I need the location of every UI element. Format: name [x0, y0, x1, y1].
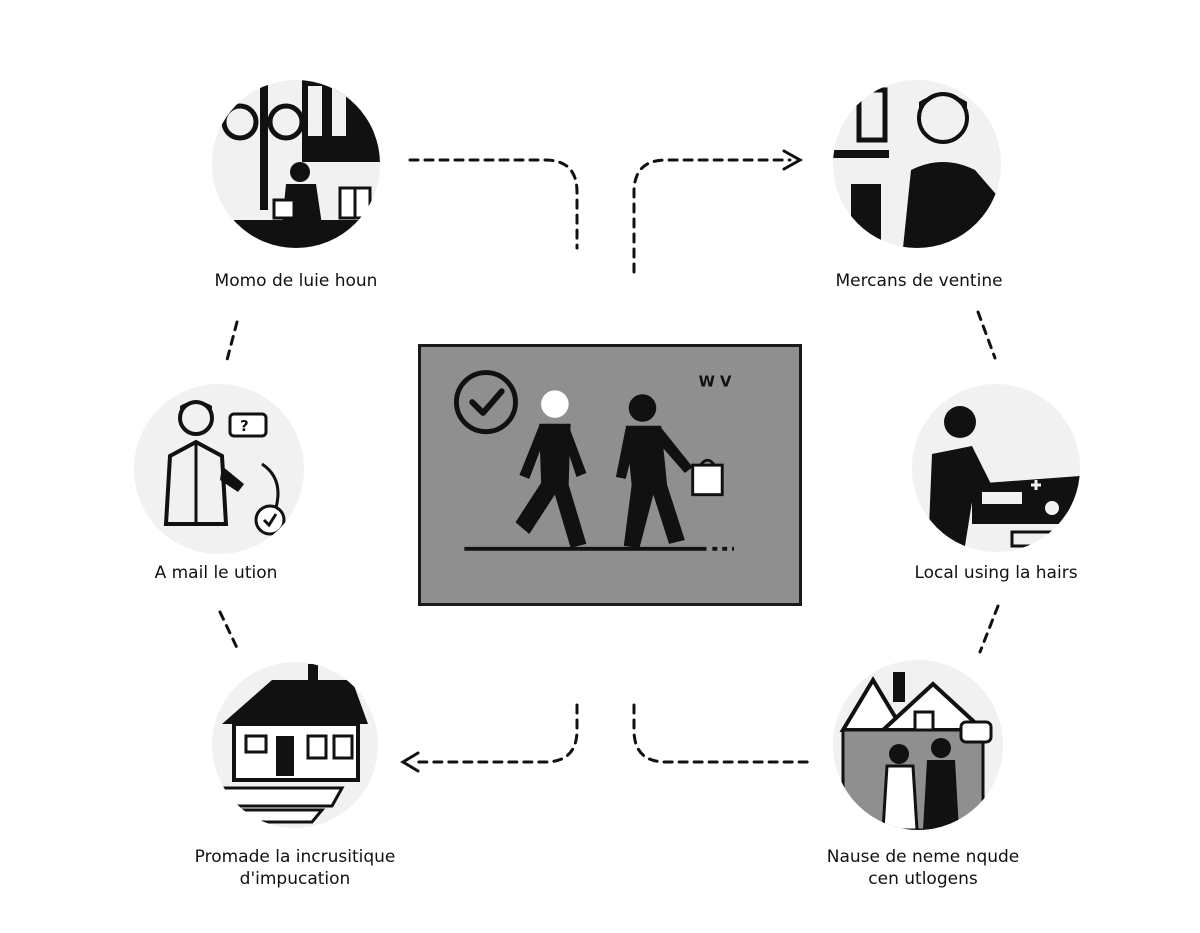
connector-top-right	[632, 158, 792, 274]
arrowhead-top-right	[782, 149, 804, 171]
house-icon	[212, 662, 378, 828]
node-label-top-right: Mercans de ventine	[835, 271, 1003, 291]
bubble-text: W V	[699, 373, 732, 390]
connector-bottom-left	[410, 703, 579, 764]
connector-mid-left-upper	[225, 320, 239, 362]
connector-mid-left-lower	[218, 610, 240, 652]
node-label-top-left: Momo de luie houn	[214, 271, 378, 291]
node-label-bottom-right-line1: Nause de neme nqude	[826, 847, 1020, 867]
arrowhead-bottom-left	[400, 751, 420, 773]
checkmark-circle-icon	[453, 370, 518, 435]
person-speech-icon: ?	[134, 384, 304, 554]
neighbors-chatting-icon	[833, 660, 1003, 830]
street-shop-scene-icon	[212, 80, 380, 248]
node-label-bottom-left: Promade la incrusitique d'impucation	[160, 846, 430, 890]
connector-bottom-right	[632, 703, 810, 764]
connector-top-left	[408, 158, 579, 250]
person-device-icon	[912, 384, 1080, 552]
walking-figures-icon: W V	[453, 370, 735, 551]
node-label-bottom-left-line2: d'impucation	[239, 869, 351, 889]
connector-mid-right-upper	[976, 310, 997, 360]
node-label-bottom-left-line1: Promade la incrusitique	[194, 847, 396, 867]
node-label-bottom-right: Nause de neme nqude cen utlogens	[788, 846, 1058, 890]
speech-bubble-text: ?	[240, 417, 249, 435]
connector-mid-right-lower	[978, 604, 1000, 654]
node-label-mid-right: Local using la hairs	[914, 563, 1078, 583]
person-portrait-icon	[833, 80, 1001, 248]
node-label-mid-left: A mail le ution	[154, 563, 278, 583]
node-label-bottom-right-line2: cen utlogens	[868, 869, 978, 889]
center-panel: W V	[418, 344, 802, 606]
